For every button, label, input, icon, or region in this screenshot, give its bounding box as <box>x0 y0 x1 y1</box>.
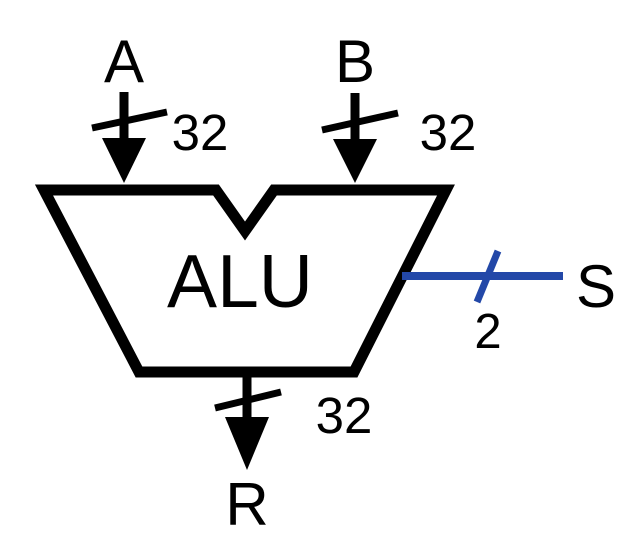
input-a-arrowhead-icon <box>102 138 146 183</box>
control-s-width-label: 2 <box>474 305 501 359</box>
alu-body-shape <box>34 184 455 378</box>
output-r-label: R <box>225 471 268 538</box>
input-a-bus-slash <box>91 108 168 132</box>
control-s-label: S <box>576 253 616 320</box>
input-a-bus: A 32 <box>91 28 229 183</box>
output-r-width-label: 32 <box>316 387 373 444</box>
input-b-label: B <box>335 28 375 95</box>
input-b-width-label: 32 <box>420 104 477 161</box>
control-s-bus: 2 S <box>402 249 616 359</box>
input-b-bus-slash <box>321 109 399 134</box>
alu-label: ALU <box>167 239 313 323</box>
output-r-arrowhead-icon <box>225 417 269 470</box>
input-b-arrowhead-icon <box>333 139 377 183</box>
alu-body: ALU <box>34 184 455 378</box>
input-a-label: A <box>104 28 144 95</box>
control-s-bus-slash <box>473 249 502 304</box>
input-a-width-label: 32 <box>172 104 229 161</box>
output-r-bus: 32 R <box>214 374 373 538</box>
input-b-bus: B 32 <box>321 28 477 183</box>
output-r-bus-slash <box>214 388 282 412</box>
